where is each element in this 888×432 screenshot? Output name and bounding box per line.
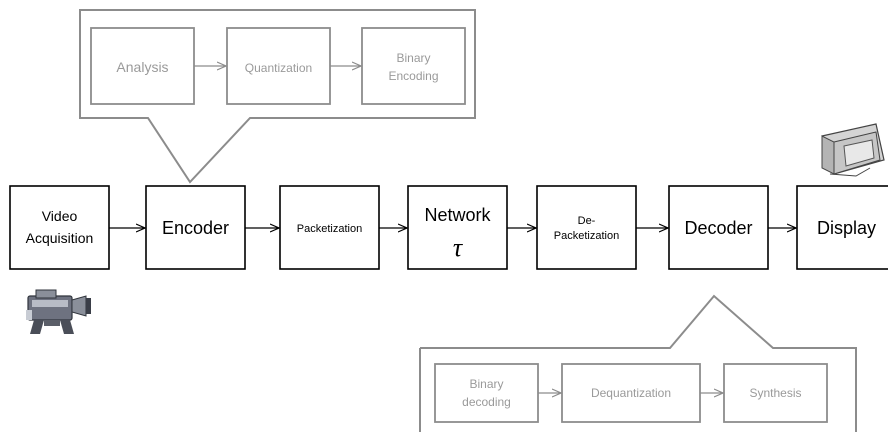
- depacketization-label-line1: De-: [578, 215, 596, 227]
- binary-decoding-label-line1: Binary: [469, 377, 503, 391]
- decoder-label: Decoder: [684, 218, 752, 238]
- synthesis-box: [723, 363, 828, 423]
- network-tau-symbol: τ: [453, 233, 464, 262]
- analysis-label: Analysis: [116, 59, 168, 75]
- decoder-box: [668, 185, 769, 270]
- binary-encoding-label-line1: Binary: [396, 51, 430, 65]
- packetization-box: [279, 185, 380, 270]
- packetization-label: Packetization: [297, 223, 362, 235]
- quantization-label: Quantization: [245, 61, 312, 75]
- video-acquisition-box: [9, 185, 110, 270]
- monitor-icon: [821, 123, 885, 177]
- binary-encoding-box: [361, 27, 466, 105]
- display-box: [796, 185, 888, 270]
- video-camera-icon: [26, 289, 91, 334]
- display-label: Display: [817, 218, 876, 238]
- video-acquisition-label-line1: Video: [42, 208, 78, 224]
- network-box: [407, 185, 508, 270]
- dequantization-label: Dequantization: [591, 386, 671, 400]
- analysis-box: [90, 27, 195, 105]
- depacketization-label-line2: Packetization: [554, 230, 619, 242]
- encoder-box: [145, 185, 246, 270]
- network-label: Network: [424, 205, 491, 225]
- dequantization-box: [561, 363, 701, 423]
- quantization-box: [226, 27, 331, 105]
- binary-decoding-box: [434, 363, 539, 423]
- encoder-label: Encoder: [162, 218, 229, 238]
- binary-decoding-label-line2: decoding: [462, 395, 511, 409]
- synthesis-label: Synthesis: [749, 386, 801, 400]
- depacketization-box: [536, 185, 637, 270]
- binary-encoding-label-line2: Encoding: [388, 69, 438, 83]
- video-acquisition-label-line2: Acquisition: [26, 230, 94, 246]
